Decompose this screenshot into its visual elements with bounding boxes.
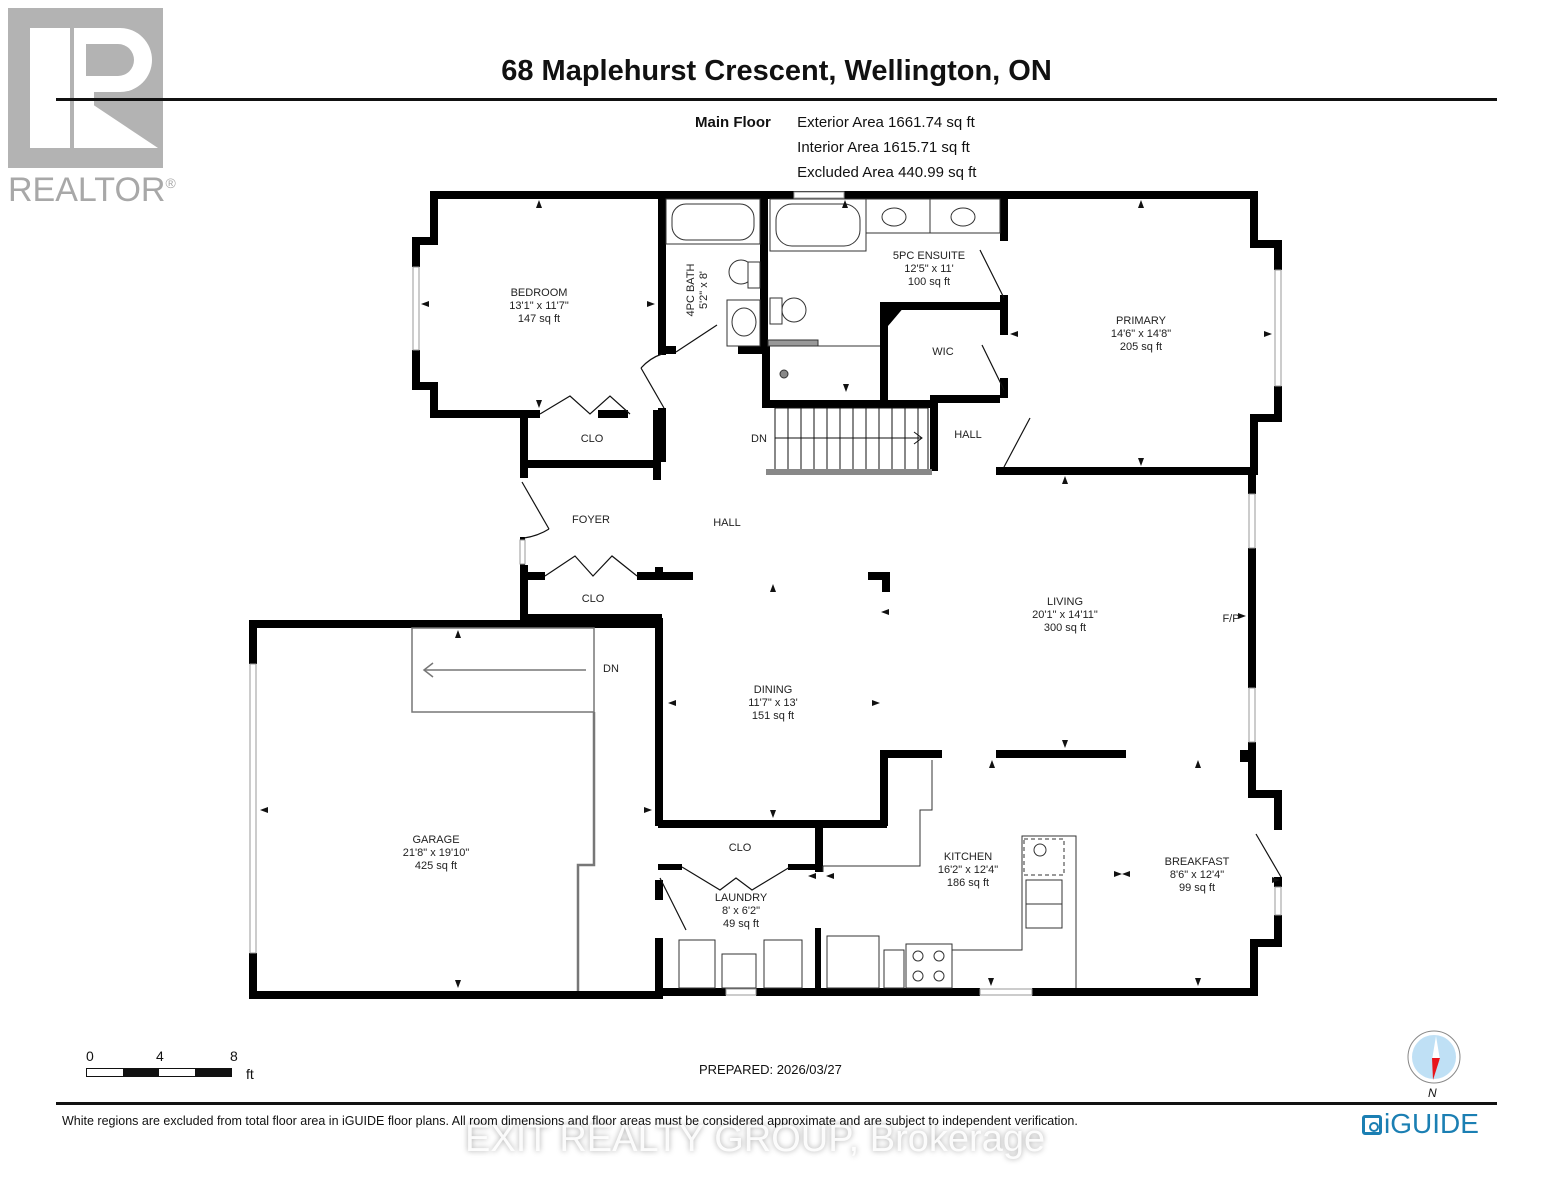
room-dims: 20'1" x 14'11" [1032,609,1098,621]
room-area: 205 sq ft [1119,341,1163,353]
room-label-foyer: FOYER [572,514,610,527]
scale-bar-graphic [86,1068,232,1077]
room-label-dn: DN [751,433,767,446]
room-name: LAUNDRY [714,892,768,904]
dishwasher-icon [826,935,880,989]
room-name: DINING [753,684,793,696]
washer-icon [678,939,716,989]
room-name: CLO [728,842,752,854]
header-divider [56,98,1497,101]
room-label-hall: HALL [713,517,741,530]
interior-area: Interior Area 1615.71 sq ft [797,139,970,156]
room-name: KITCHEN [943,851,993,863]
room-label-hall: HALL [954,429,982,442]
room-dims: 12'5" x 11' [904,263,954,275]
room-label-f-p: F/P [1222,613,1239,626]
room-label-clo: CLO [581,433,604,446]
room-name: CLO [580,433,604,445]
room-dims: 5'2" x 8' [698,270,710,310]
room-area: 100 sq ft [907,276,951,288]
room-name: LIVING [1046,596,1084,608]
room-name: DN [751,433,767,445]
room-dims: 14'6" x 14'8" [1110,328,1172,340]
room-dims: 11'7" x 13' [748,697,798,709]
room-name: 5PC ENSUITE [892,250,966,262]
room-area: 151 sq ft [751,710,795,722]
room-area: 186 sq ft [946,877,990,889]
room-area: 99 sq ft [1178,882,1216,894]
room-name: F/P [1222,613,1240,625]
disclaimer-text: White regions are excluded from total fl… [62,1114,1078,1128]
compass-north-label: N [1428,1086,1437,1100]
scale-tick-4: 4 [156,1048,164,1064]
iguide-logo: iGUIDE [1362,1108,1479,1140]
room-dims: 8'6" x 12'4" [1169,869,1225,881]
footer-divider [56,1102,1497,1105]
compass-icon [1407,1030,1461,1084]
stove-icon [905,943,953,989]
room-label-wic: WIC [932,346,953,359]
room-name: FOYER [572,514,610,526]
dryer-icon [763,939,803,989]
room-name: HALL [713,517,741,529]
room-name: DN [603,663,619,675]
room-area: 147 sq ft [517,313,561,325]
toilet-icon [781,297,807,323]
stairs-icon [774,407,929,471]
page-title: 68 Maplehurst Crescent, Wellington, ON [501,55,1052,87]
brokerage-watermark: EXIT REALTY GROUP, Brokerage [465,1118,1046,1160]
realtor-logo: REALTOR® [8,8,178,209]
iguide-wordmark: iGUIDE [1384,1108,1479,1139]
windows [249,191,1282,996]
room-dims: 21'8" x 19'10" [402,847,470,859]
scale-tick-0: 0 [86,1048,94,1064]
scale-unit: ft [246,1066,254,1082]
excluded-area: Excluded Area 440.99 sq ft [797,164,977,181]
room-name: BREAKFAST [1164,856,1230,868]
door-swings [521,249,1282,931]
room-label-clo: CLO [729,842,752,855]
laundry-sink-icon [721,953,757,989]
dimension-markers [260,200,1280,988]
room-name: GARAGE [412,834,460,846]
realtor-r-mark-icon [8,8,163,168]
room-name: 4PC BATH [685,263,697,317]
room-name: PRIMARY [1116,315,1166,327]
room-name: CLO [581,593,605,605]
scale-bar: 0 4 8 ft [86,1048,256,1082]
walls [249,191,1282,999]
prepared-date: PREPARED: 2026/03/27 [699,1062,842,1077]
floor-area-summary: Main Floor Exterior Area 1661.74 sq ft I… [695,110,976,185]
floor-name: Main Floor [695,114,771,131]
room-name: WIC [932,346,954,358]
room-dims: 16'2" x 12'4" [937,864,999,876]
compass: N [1404,1030,1464,1105]
fixtures [665,198,1077,989]
room-name: BEDROOM [510,287,568,299]
iguide-camera-icon [1362,1115,1382,1135]
room-label-dn: DN [603,663,619,676]
room-dims: 13'1" x 11'7" [509,300,569,312]
room-area: 425 sq ft [414,860,458,872]
room-label-clo: CLO [582,593,605,606]
room-name: HALL [954,429,982,441]
room-area: 300 sq ft [1043,622,1087,634]
room-dims: 8' x 6'2" [721,905,761,917]
scale-tick-8: 8 [230,1048,238,1064]
garage-steps-icon [411,627,596,991]
realtor-wordmark: REALTOR® [8,171,176,209]
stair-landing [766,469,932,475]
room-area: 49 sq ft [722,918,760,930]
exterior-area: Exterior Area 1661.74 sq ft [797,114,975,131]
